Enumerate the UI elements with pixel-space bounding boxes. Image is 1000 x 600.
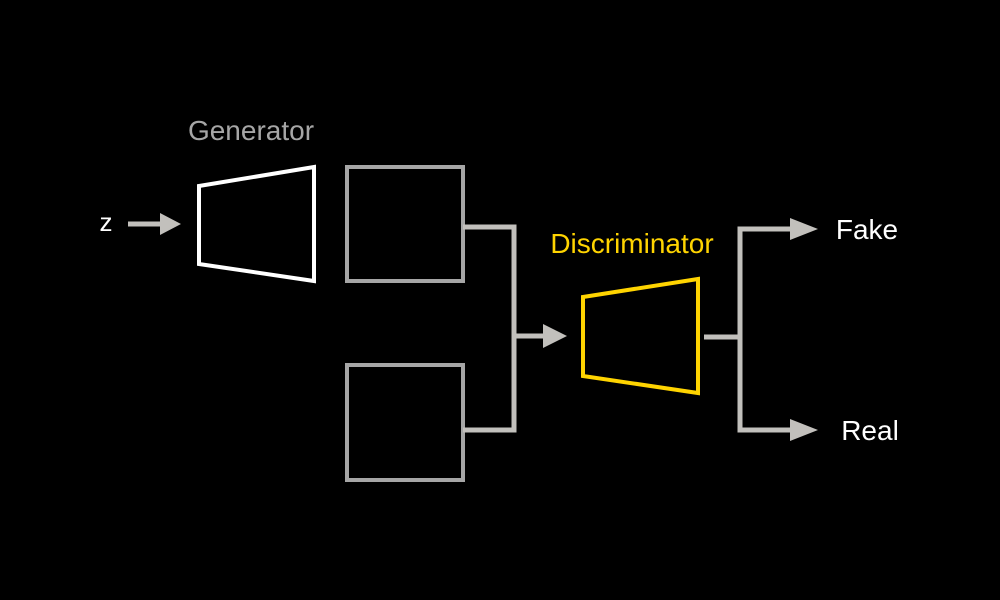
generated-sample-box <box>345 165 465 283</box>
merge-connector <box>463 224 567 433</box>
input-arrow <box>128 213 181 235</box>
split-connector <box>704 218 818 441</box>
generator-label: Generator <box>188 115 314 146</box>
output-fake-label: Fake <box>836 214 898 245</box>
discriminator-shape <box>581 276 700 396</box>
real-sample-box <box>345 363 465 482</box>
discriminator-label: Discriminator <box>550 228 713 259</box>
generator-shape <box>197 164 316 284</box>
output-real-label: Real <box>841 415 899 446</box>
input-z-label: z <box>100 207 113 237</box>
